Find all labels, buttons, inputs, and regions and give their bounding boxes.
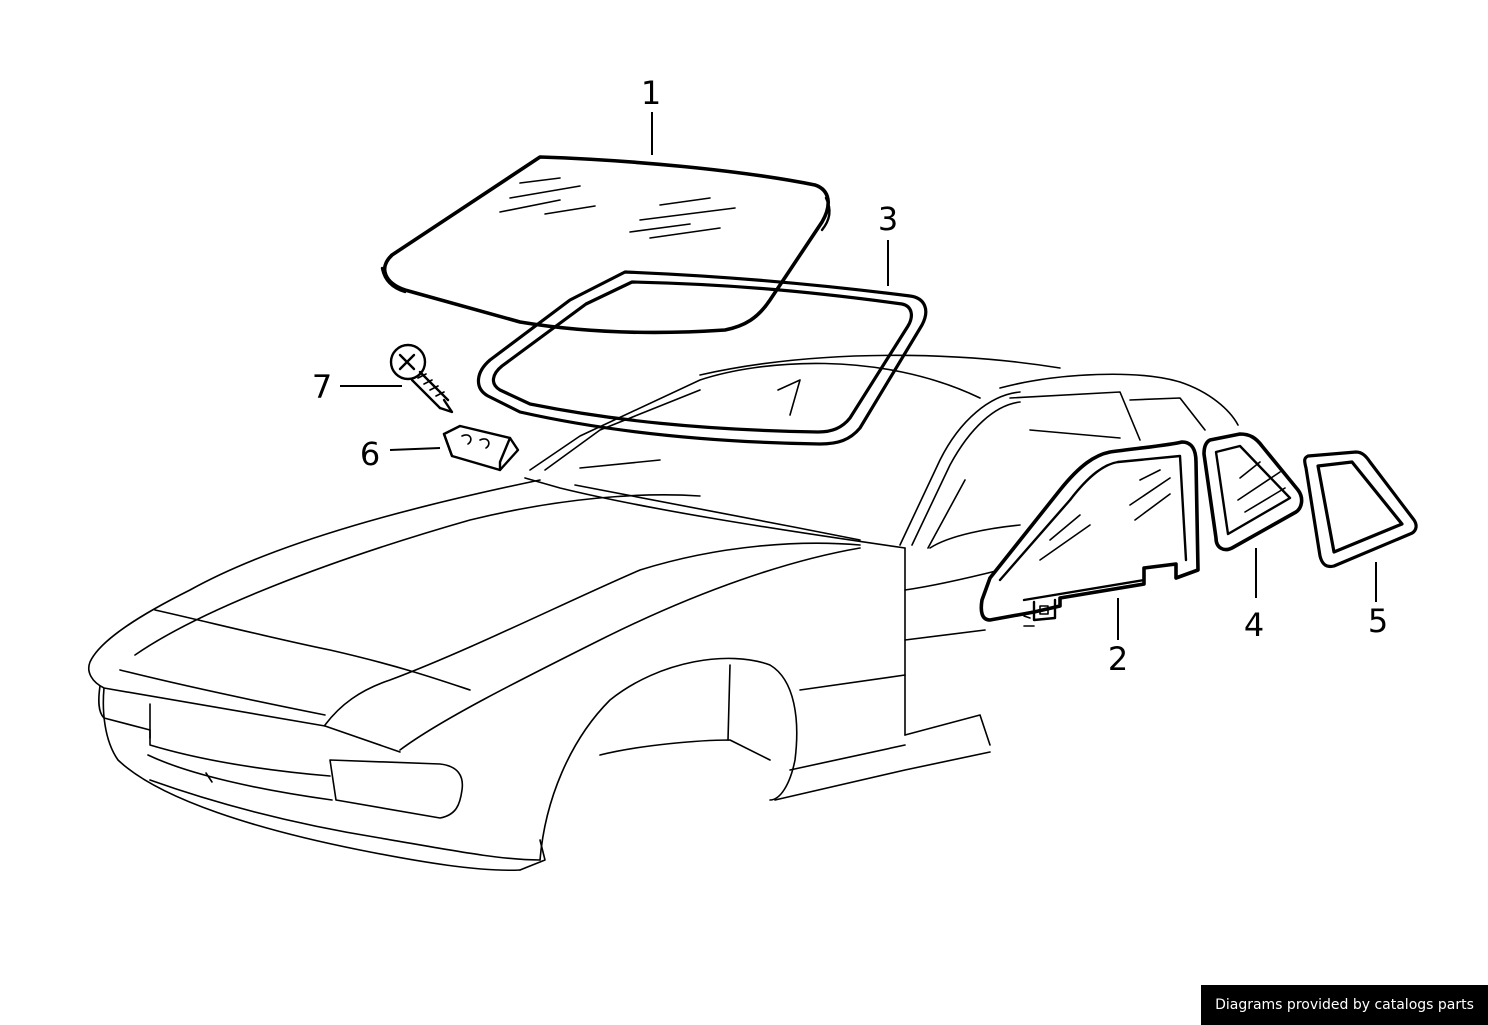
callout-number: 7 — [312, 368, 332, 406]
car-body-outline — [88, 354, 1239, 872]
callout-number: 2 — [1108, 640, 1128, 678]
callout-5: 5 — [1368, 562, 1388, 640]
callout-2: 2 — [1108, 598, 1128, 678]
screw-part — [389, 343, 454, 414]
callout-number: 1 — [641, 74, 661, 112]
callout-4: 4 — [1244, 548, 1264, 644]
quarter-window-seal — [1303, 450, 1418, 569]
callout-6: 6 — [360, 435, 441, 473]
credit-badge: Diagrams provided by catalogs parts — [1201, 985, 1488, 1025]
credit-text: Diagrams provided by catalogs parts — [1215, 997, 1474, 1013]
callout-number: 3 — [878, 200, 898, 238]
windshield-glass — [380, 155, 831, 335]
callout-1: 1 — [641, 74, 661, 155]
callout-number: 6 — [360, 435, 380, 473]
windshield-seal — [476, 270, 928, 446]
callout-number: 4 — [1244, 606, 1264, 644]
clip-part — [442, 424, 520, 472]
quarter-window-glass — [1202, 432, 1304, 552]
callout-number: 5 — [1368, 602, 1388, 640]
door-window-glass — [979, 440, 1200, 627]
callout-3: 3 — [878, 200, 898, 286]
callout-7: 7 — [312, 368, 402, 406]
